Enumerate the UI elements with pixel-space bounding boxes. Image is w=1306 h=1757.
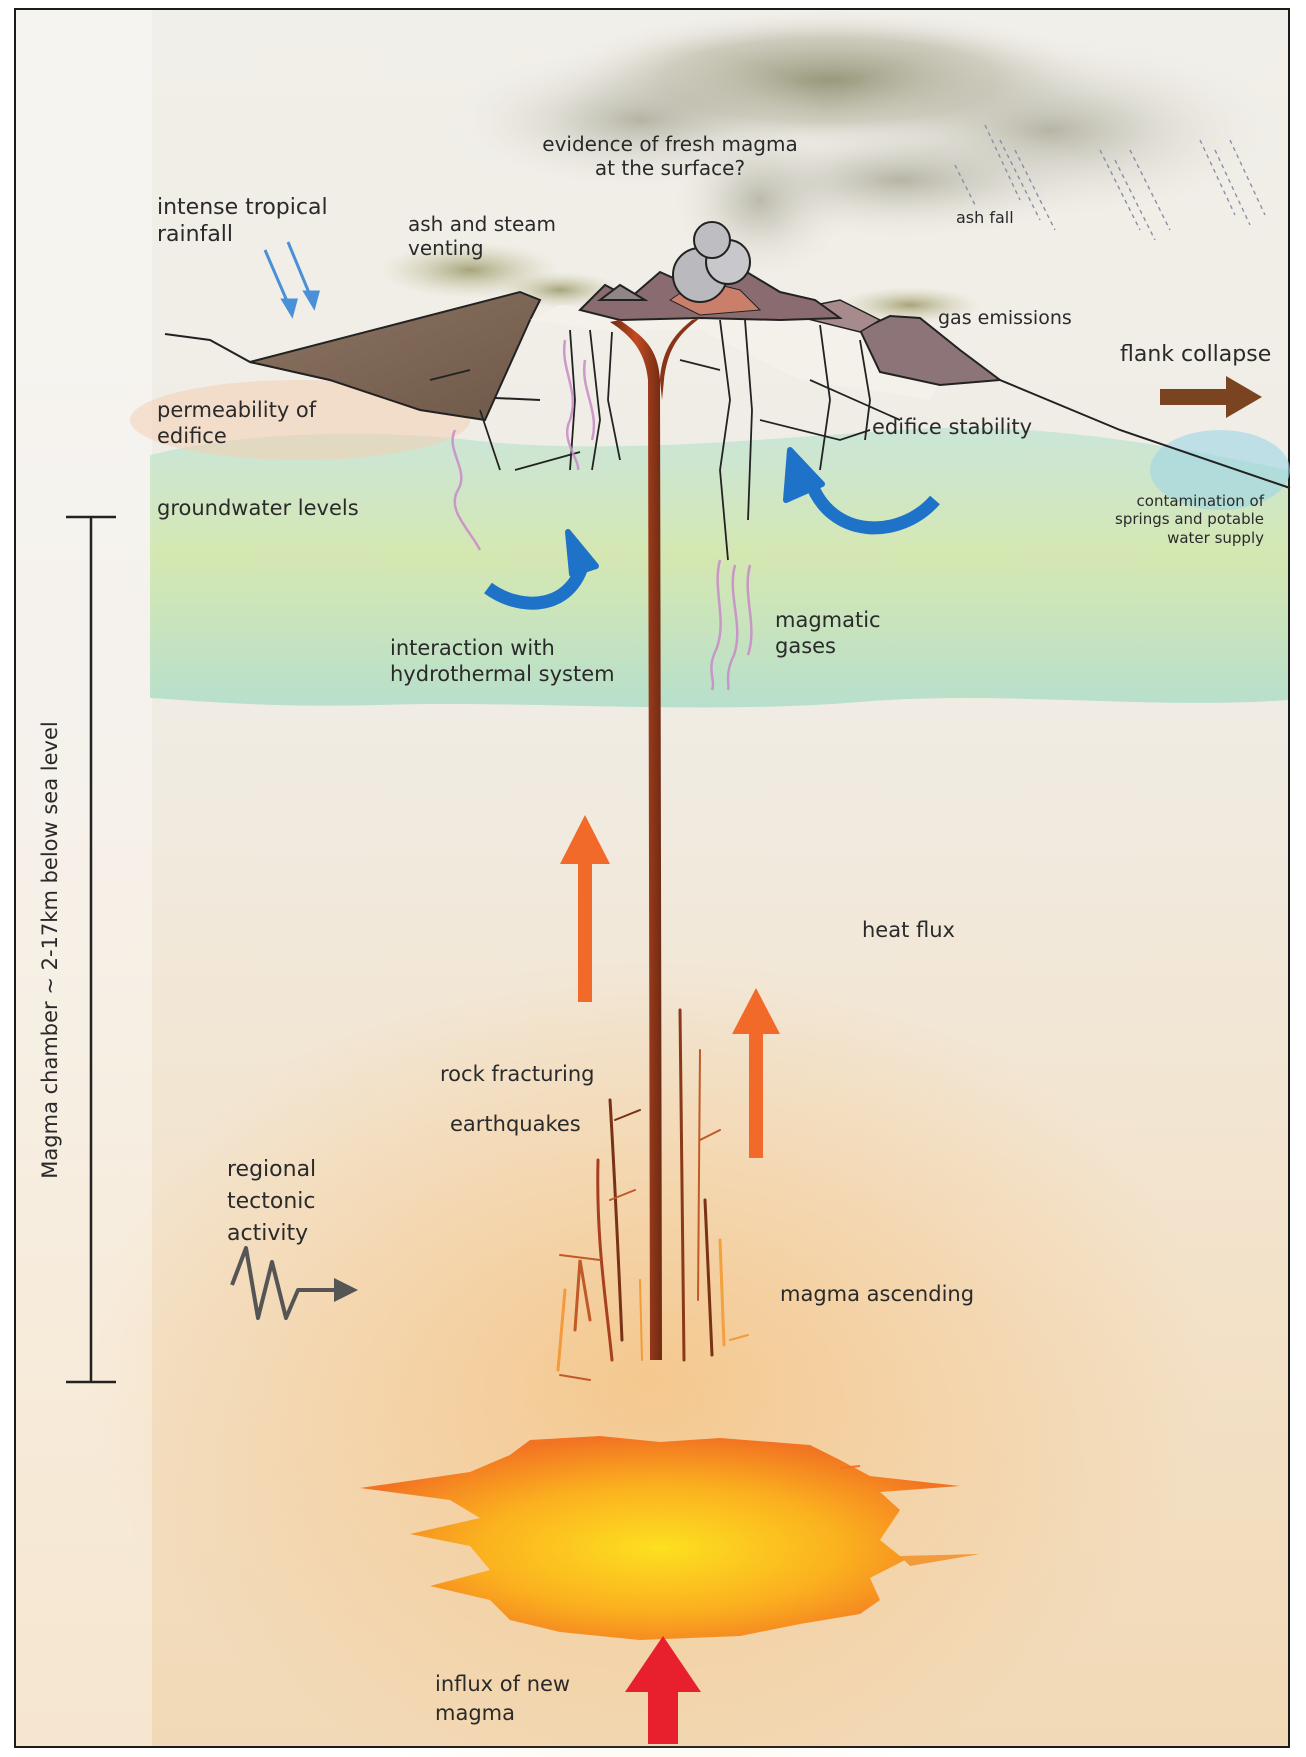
label-hydrothermal: interaction with hydrothermal system [390,636,615,686]
label-groundwater: groundwater levels [157,496,359,520]
edifice-body [530,305,940,400]
influx-arrow [625,1636,701,1744]
edifice-fractures [429,319,901,561]
conduit-branch [660,318,700,400]
label-influx: influx of new magma [435,1672,571,1726]
label-gas-emissions: gas emissions [938,307,1072,329]
label-heat-flux: heat flux [862,918,955,942]
spring-zone [1150,430,1290,510]
permeability-zone [130,380,470,460]
ash-cloud [450,10,1280,280]
steam-plume [840,287,980,323]
tectonic-arrow [230,1246,358,1320]
label-contamination: contamination of springs and potable wat… [1115,492,1264,547]
magma-conduit [610,320,662,1360]
ash-fall-streaks [954,124,1266,241]
label-edifice-stability: edifice stability [872,415,1032,439]
label-ash-steam: ash and steam venting [408,212,556,261]
left-flank [249,290,542,422]
label-magmatic-gases: magmatic gases [775,608,881,658]
label-rainfall: intense tropical rainfall [157,195,328,247]
chamber-spike [900,1554,980,1566]
label-earthquakes: earthquakes [450,1112,581,1136]
flank-collapse-arrow [1160,376,1262,418]
rainfall-arrows [263,241,320,319]
hydrothermal-arrowhead-right [783,447,825,503]
label-magma-ascending: magma ascending [780,1282,975,1306]
label-fresh-magma: evidence of fresh magma at the surface? [542,132,798,181]
gas-wisps [451,339,753,691]
magma-dikes [556,1008,749,1381]
heat-flux-arrows [560,815,780,1158]
right-flank [858,314,1003,387]
label-rock-fracturing: rock fracturing [440,1062,595,1086]
hydrothermal-arrow-right [803,477,940,535]
label-ash-fall: ash fall [956,208,1014,227]
magma-chamber [360,1436,960,1640]
label-permeability: permeability of edifice [157,398,317,448]
hydrothermal-arrowhead-left [565,529,599,577]
scale-bar [66,515,116,1384]
label-tectonic: regional tectonic activity [227,1157,317,1246]
label-flank-collapse: flank collapse [1120,342,1272,367]
